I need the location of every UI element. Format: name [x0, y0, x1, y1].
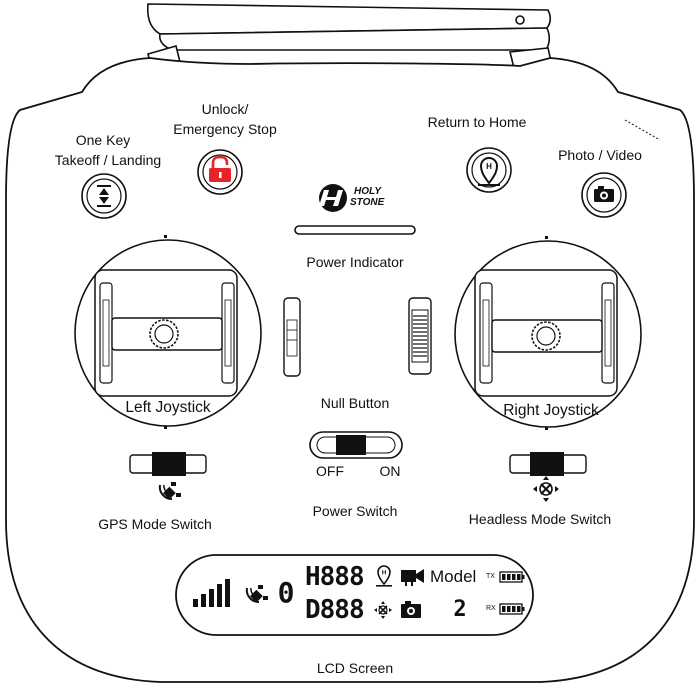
off-label: OFF — [316, 463, 344, 479]
takeoff-button[interactable] — [81, 173, 127, 219]
return-home-label: Return to Home — [427, 114, 527, 130]
video-camera-icon — [401, 569, 424, 586]
unlock-label-line1: Unlock/ — [201, 101, 249, 117]
brand-name-line1: HOLY — [354, 186, 382, 197]
power-indicator-light — [294, 225, 416, 235]
lcd-screen-label: LCD Screen — [316, 660, 394, 676]
headless-mode-switch[interactable] — [509, 452, 587, 476]
unlock-button[interactable] — [197, 149, 243, 195]
lcd-camera-icon — [401, 601, 421, 618]
lcd-row1-value: H888 — [305, 562, 365, 592]
one-key-label-line2: Takeoff / Landing — [54, 152, 162, 168]
on-label: ON — [379, 463, 401, 479]
left-joystick-label: Left Joystick — [125, 399, 211, 416]
lcd-model-label: Model — [430, 567, 477, 586]
rx-battery-icon — [499, 603, 525, 615]
lcd-home-icon: H — [376, 565, 392, 587]
lcd-tx-label: TX — [486, 573, 495, 580]
right-joystick-label: Right Joystick — [503, 402, 599, 419]
lcd-screen: H — [175, 554, 534, 636]
padlock-icon — [209, 155, 231, 182]
gps-switch-label: GPS Mode Switch — [98, 516, 212, 532]
controller-body — [5, 57, 695, 683]
left-joystick[interactable] — [74, 235, 262, 429]
unlock-label-line2: Emergency Stop — [173, 121, 277, 137]
photo-video-label: Photo / Video — [558, 147, 642, 163]
headless-icon — [533, 476, 559, 502]
power-switch[interactable] — [309, 431, 403, 459]
svg-text:H: H — [486, 162, 492, 171]
one-key-label-line1: One Key — [75, 132, 131, 148]
lcd-model-number: 2 — [453, 597, 467, 622]
headless-switch-label: Headless Mode Switch — [468, 511, 612, 527]
power-switch-label: Power Switch — [312, 503, 398, 519]
tx-battery-icon — [499, 571, 525, 583]
left-trim-wheel[interactable] — [283, 297, 301, 377]
right-joystick[interactable] — [454, 236, 642, 430]
camera-icon — [594, 186, 614, 202]
brand-name-line2: STONE — [350, 197, 385, 208]
photo-video-button[interactable] — [581, 172, 627, 218]
lcd-digit-zero: 0 — [277, 576, 295, 609]
holy-stone-logo-mark — [319, 184, 347, 212]
power-indicator-label: Power Indicator — [306, 254, 404, 270]
null-button-label: Null Button — [320, 395, 390, 411]
home-pin-icon: H — [478, 157, 500, 186]
lcd-rx-label: RX — [486, 605, 496, 612]
takeoff-landing-icon — [97, 185, 111, 207]
signal-strength-icon — [193, 579, 230, 607]
svg-text:H: H — [382, 571, 386, 577]
gps-mode-switch[interactable] — [129, 452, 207, 476]
antenna — [146, 3, 553, 71]
return-home-button[interactable]: H — [466, 147, 512, 193]
right-trim-wheel[interactable] — [408, 297, 432, 375]
lcd-row2-value: D888 — [305, 595, 365, 625]
lcd-headless-icon — [374, 601, 392, 619]
